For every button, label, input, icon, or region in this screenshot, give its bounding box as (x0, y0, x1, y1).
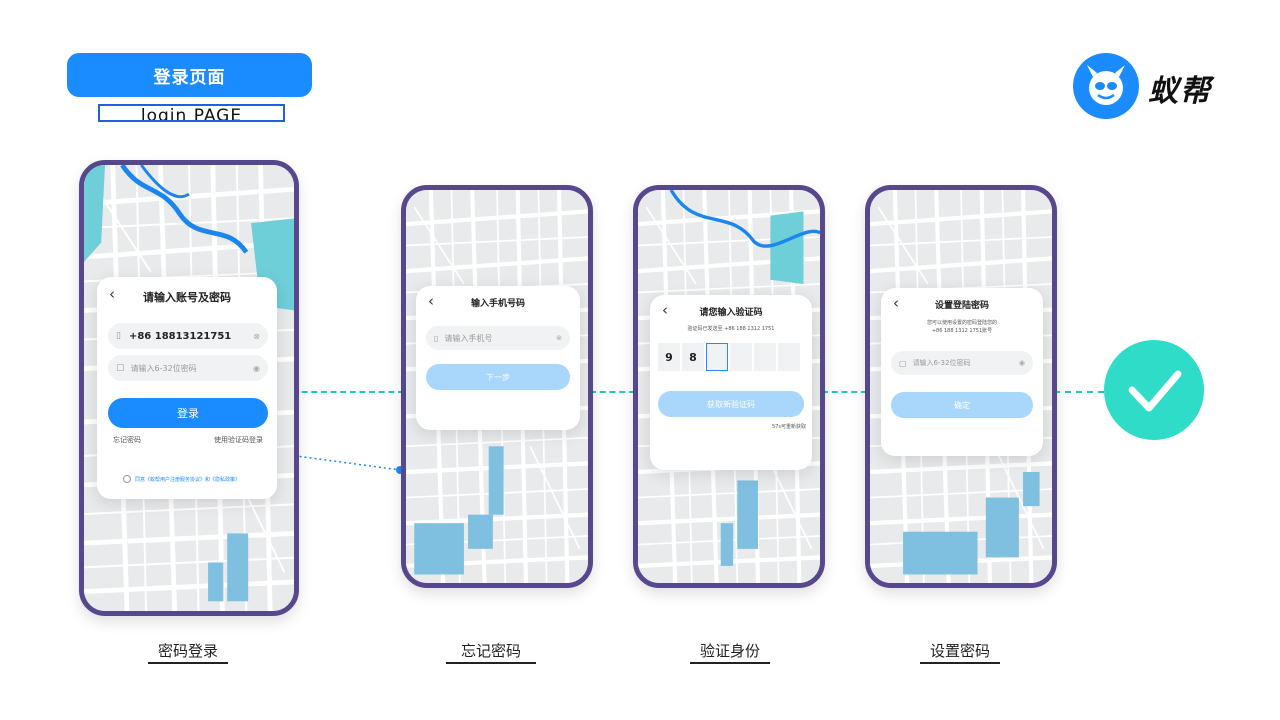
brand-name: 蚁帮 (1148, 74, 1212, 109)
code-digit (730, 343, 752, 371)
phone-login: ‹ 请输入账号及密码 ▯ +86 18813121751 ⊗ ▢ 请输入6-32… (79, 160, 299, 616)
code-digit (754, 343, 776, 371)
back-chevron-icon[interactable]: ‹ (662, 301, 668, 319)
logo-icon (1073, 53, 1139, 119)
lock-icon: ▢ (899, 358, 907, 368)
eye-icon[interactable]: ◉ (1018, 359, 1025, 367)
login-button[interactable]: 登录 (108, 398, 268, 428)
code-digit: 8 (682, 343, 704, 371)
code-digit (778, 343, 800, 371)
phone-verify: ‹ 请您输入验证码 验证码已发送至 +86 188 1312 1751 9 8 … (633, 185, 825, 588)
login-card: ‹ 请输入账号及密码 ▯ +86 18813121751 ⊗ ▢ 请输入6-32… (97, 277, 277, 499)
login-title: 请输入账号及密码 (143, 291, 231, 304)
code-digit: 9 (658, 343, 680, 371)
clear-icon[interactable]: ⊗ (253, 331, 260, 341)
set-password-title: 设置登陆密码 (934, 301, 989, 311)
caption-underline (446, 662, 536, 664)
confirm-button[interactable]: 确定 (891, 392, 1033, 418)
caption-underline (690, 662, 770, 664)
caption-set-password: 设置密码 (929, 642, 990, 660)
phone-field[interactable]: ▯ +86 18813121751 ⊗ (108, 323, 268, 349)
code-boxes[interactable]: 9 8 (658, 343, 800, 371)
sms-login-link[interactable]: 使用验证码登录 (214, 436, 263, 444)
connector-line (590, 391, 635, 393)
connector-line (292, 391, 404, 393)
page-title: 登录页面 (67, 53, 312, 97)
back-chevron-icon[interactable]: ‹ (893, 294, 899, 312)
phone-set-password: ‹ 设置登陆密码 您可以使用设置的密码登陆您的 +86 188 1312 175… (865, 185, 1057, 588)
hint-line-2: +86 188 1312 1751账号 (931, 328, 993, 334)
caption-underline (148, 662, 228, 664)
forgot-card: ‹ 输入手机号码 ▯ 请输入手机号 ⊗ 下一步 (416, 286, 580, 430)
caption-forgot: 忘记密码 (460, 642, 521, 660)
password-placeholder: 请输入6-32位密码 (130, 363, 197, 373)
connector-line (822, 391, 867, 393)
password-field[interactable]: ▢ 请输入6-32位密码 ◉ (108, 355, 268, 381)
page-subtitle: login PAGE (98, 104, 285, 122)
back-chevron-icon[interactable]: ‹ (428, 292, 434, 310)
phone-icon: ▯ (434, 333, 439, 343)
forgot-password-link[interactable]: 忘记密码 (113, 436, 141, 444)
hint-line-1: 您可以使用设置的密码登陆您的 (926, 320, 997, 326)
phone-placeholder: 请输入手机号 (444, 333, 493, 343)
caption-verify: 验证身份 (699, 642, 760, 660)
phone-value: +86 18813121751 (128, 330, 232, 342)
get-code-button[interactable]: 获取新验证码 (658, 391, 804, 417)
verify-title: 请您输入验证码 (699, 308, 763, 318)
lock-icon: ▢ (116, 363, 125, 373)
verify-card: ‹ 请您输入验证码 验证码已发送至 +86 188 1312 1751 9 8 … (650, 295, 812, 470)
clear-icon[interactable]: ⊗ (556, 334, 562, 342)
radio-icon[interactable] (123, 475, 131, 483)
set-password-card: ‹ 设置登陆密码 您可以使用设置的密码登陆您的 +86 188 1312 175… (881, 288, 1043, 456)
page-subtitle-text: login PAGE (140, 106, 243, 122)
agreement-text[interactable]: 同意《蚁帮用户注册服务协议》和《隐私政策》 (135, 476, 241, 483)
next-button[interactable]: 下一步 (426, 364, 570, 390)
caption-underline (920, 662, 1000, 664)
new-password-field[interactable]: ▢ 请输入6-32位密码 ◉ (891, 351, 1033, 375)
code-sent-text: 验证码已发送至 +86 188 1312 1751 (687, 326, 775, 332)
phone-input[interactable]: ▯ 请输入手机号 ⊗ (426, 326, 570, 350)
eye-icon[interactable]: ◉ (253, 363, 260, 373)
connector-line (1054, 391, 1104, 393)
phone-forgot: ‹ 输入手机号码 ▯ 请输入手机号 ⊗ 下一步 (401, 185, 593, 588)
phone-icon: ▯ (116, 331, 121, 341)
code-digit-active (706, 343, 728, 371)
countdown-text: 57s可重新获取 (772, 424, 806, 430)
agreement-row: 同意《蚁帮用户注册服务协议》和《隐私政策》 (123, 475, 240, 483)
password-placeholder: 请输入6-32位密码 (912, 359, 971, 367)
checkmark-icon (1104, 340, 1204, 440)
back-chevron-icon[interactable]: ‹ (109, 285, 115, 303)
caption-login: 密码登录 (157, 642, 218, 660)
forgot-title: 输入手机号码 (470, 299, 525, 309)
